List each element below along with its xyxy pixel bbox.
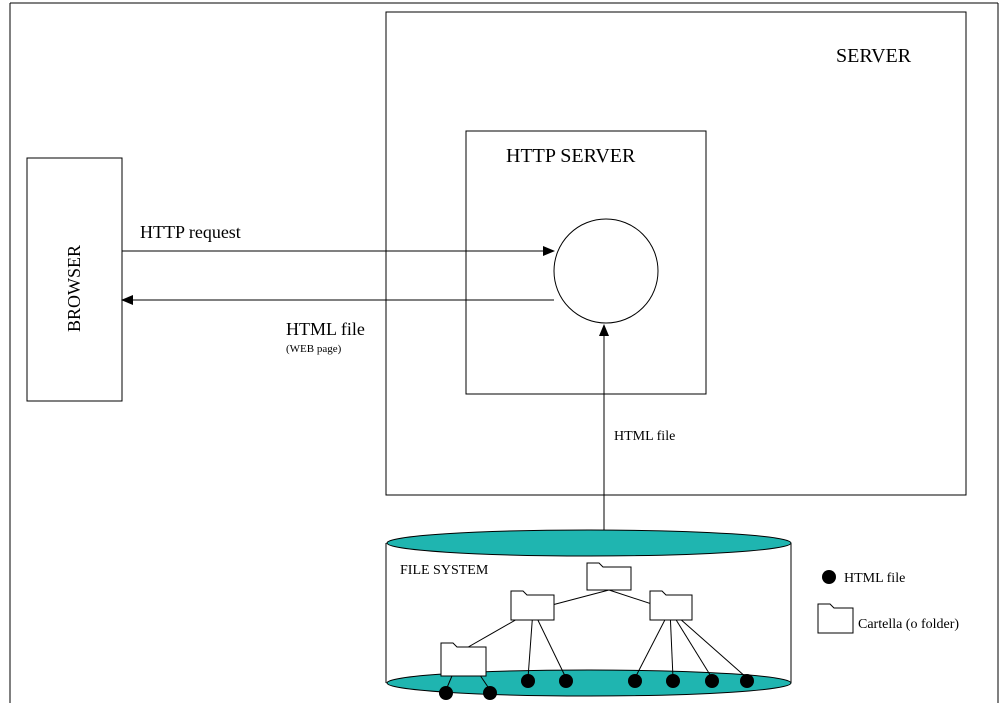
http-server-process-circle [553, 218, 659, 324]
web-page-label: (WEB page) [286, 343, 342, 355]
http-server-label: HTTP SERVER [506, 145, 636, 167]
browser-box [26, 157, 123, 402]
legend: HTML file Cartella (o folder) [817, 570, 959, 634]
html-file-dot-icon [628, 674, 642, 688]
html-file-response-label: HTML file [286, 319, 365, 339]
file-system-label: FILE SYSTEM [400, 563, 489, 578]
html-file-dot-icon [740, 674, 754, 688]
file-system-cylinder [385, 529, 792, 697]
html-file-dot-icon [483, 686, 497, 700]
html-file-transfer-label: HTML file [614, 429, 675, 444]
folder-icon [440, 642, 487, 677]
legend-folder-icon [817, 603, 854, 634]
legend-file-label: HTML file [844, 571, 905, 586]
server-label: SERVER [836, 45, 912, 67]
folder-icon [510, 590, 555, 621]
http-request-label: HTTP request [140, 222, 241, 242]
html-file-dot-icon [705, 674, 719, 688]
browser-label: BROWSER [64, 245, 84, 332]
folder-icon [649, 590, 693, 621]
html-file-dot-icon [439, 686, 453, 700]
html-file-dot-icon [521, 674, 535, 688]
legend-folder-label: Cartella (o folder) [858, 617, 959, 632]
html-file-dot-icon [559, 674, 573, 688]
legend-file-dot-icon [822, 570, 836, 584]
cylinder-top-ellipse [386, 529, 792, 557]
html-file-dot-icon [666, 674, 680, 688]
folder-icon [586, 562, 632, 591]
